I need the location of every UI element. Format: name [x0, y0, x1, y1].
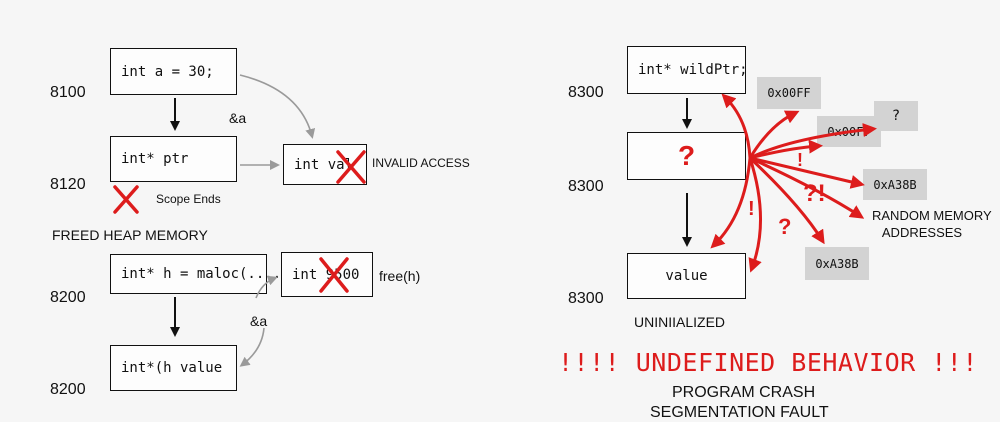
box-value: value: [627, 253, 746, 299]
tag-0x00ff-text: 0x00FF: [767, 86, 811, 100]
address-8300-a: 8300: [568, 84, 604, 101]
box-h-malloc: int* h = maloc(....): [110, 254, 290, 294]
address-8300-b: 8300: [568, 178, 604, 195]
box-invalid-text: int val: [294, 156, 354, 173]
mark-exclamation-2: !: [748, 198, 755, 220]
box-9500-text: int 9500: [292, 266, 360, 283]
label-uninitialized: UNINIIALIZED: [634, 314, 726, 330]
red-burst-arrows: [710, 93, 877, 273]
label-random-memory-addresses: RANDOM MEMORY ADDRESSES: [872, 207, 992, 241]
label-random-line-2: ADDRESSES: [881, 225, 963, 240]
box-wildptr-text: int* wildPtr;: [638, 62, 748, 78]
label-undefined-behavior: !!!! UNDEFINED BEHAVIOR !!!: [558, 348, 978, 377]
box-h-value: int*(h value: [110, 345, 237, 391]
label-scope-ends: Scope Ends: [156, 192, 221, 206]
box-ptr: int* ptr: [110, 136, 237, 182]
address-8120: 8120: [50, 176, 86, 193]
box-wildptr: int* wildPtr;: [627, 46, 748, 94]
mark-question: ?: [778, 214, 792, 239]
tag-question-text: ?: [891, 108, 901, 124]
arrow-ref-a-curve-2: [239, 327, 265, 367]
box-unknown: ?: [627, 132, 746, 180]
box-unknown-text: ?: [677, 140, 696, 171]
cross-invalid-icon: [336, 150, 366, 184]
tag-0xa38b-2-text: 0xA38B: [815, 256, 859, 271]
box-int-a: int a = 30;: [110, 48, 237, 95]
box-ptr-text: int* ptr: [121, 151, 189, 167]
box-h-value-text: int*(h value: [121, 360, 223, 376]
label-invalid-access: INVALID ACCESS: [372, 156, 470, 170]
cross-freed-icon: [319, 257, 349, 293]
label-ref-a: &a: [229, 110, 247, 126]
label-freed-heap-memory: FREED HEAP MEMORY: [52, 227, 208, 243]
box-h-malloc-text: int* h = maloc(....): [121, 266, 290, 282]
tag-0x00ff: 0x00FF: [757, 77, 821, 109]
tag-0xa38b-2: 0xA38B: [805, 247, 869, 280]
cross-scope-ends-icon: [113, 185, 139, 214]
arrow-ref-a-curve: [239, 74, 316, 139]
address-8100: 8100: [50, 84, 86, 101]
tag-question: ?: [874, 101, 918, 131]
label-random-line-1: RANDOM MEMORY: [872, 208, 992, 223]
label-segmentation-fault: SEGMENTATION FAULT: [650, 404, 829, 421]
label-free-h: free(h): [379, 268, 421, 284]
box-int-a-text: int a = 30;: [121, 63, 214, 80]
box-value-text: value: [665, 268, 708, 284]
label-program-crash: PROGRAM CRASH: [672, 384, 816, 401]
address-8200-b: 8200: [50, 381, 86, 398]
tag-0xa38b-1: 0xA38B: [863, 169, 927, 200]
mark-exclamation-1: !: [797, 150, 803, 170]
address-8200: 8200: [50, 289, 86, 306]
arrow-h-to-9500: [255, 275, 278, 299]
tag-0xa38b-1-text: 0xA38B: [873, 177, 917, 192]
label-ref-a-2: &a: [250, 313, 268, 329]
address-8300-c: 8300: [568, 290, 604, 307]
box-9500: int 9500: [281, 252, 373, 297]
